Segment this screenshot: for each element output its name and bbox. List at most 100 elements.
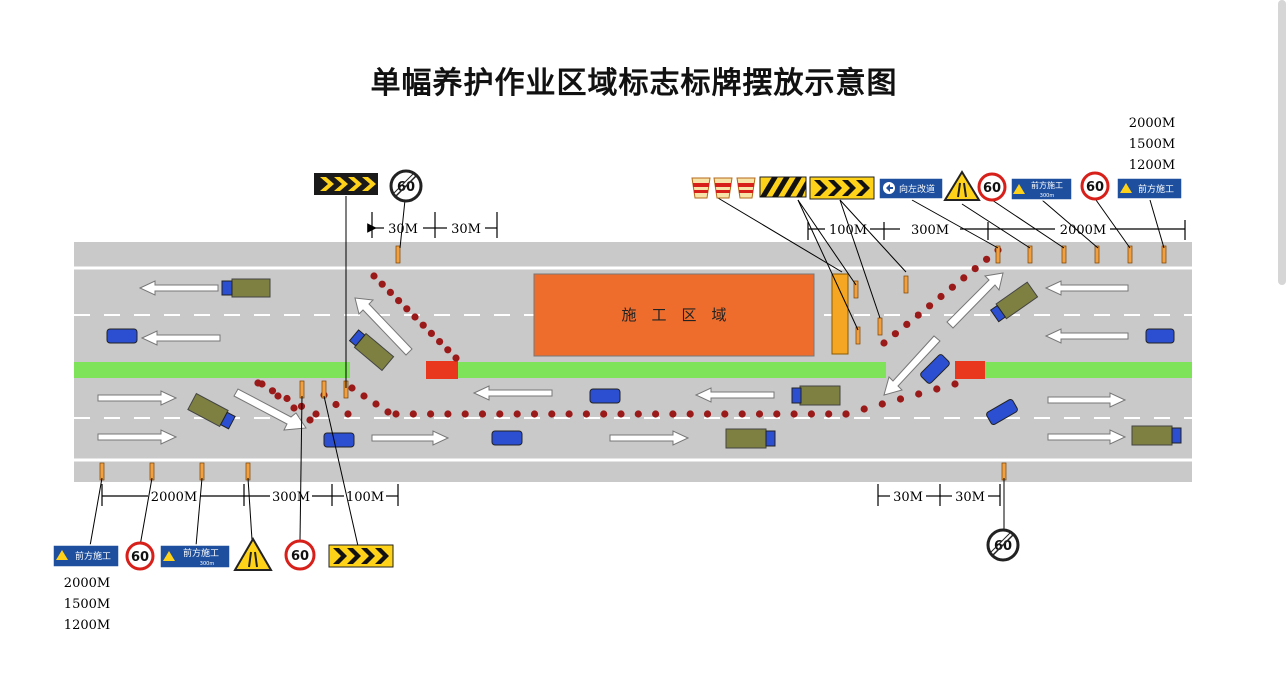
delineator-post [853,280,859,299]
car-diverted [589,388,621,404]
detour-left-sign-icon: 向左改道 [878,177,944,200]
traffic-cone [332,400,340,409]
traffic-cone [461,410,469,418]
work-ahead-small-text: 前方施工 [1031,180,1063,190]
dimension-labels: 30M 30M 100M 300M 2000M 2000M 300M 100M … [151,222,1106,505]
leader-lines [89,196,1165,547]
traffic-barrels-icon [691,177,756,199]
traffic-cone [755,410,764,418]
speed-limit-sign-icon: 60 [977,172,1007,202]
traffic-cone [513,410,521,418]
median-center [458,362,886,378]
arrow-lower-right-2 [97,429,178,445]
traffic-arrows [97,272,1129,446]
dim-bottom-300: 300M [272,490,310,505]
arrow-upper-right-2 [1044,328,1129,344]
car-upper-right [1145,328,1175,344]
traffic-cone [914,311,922,319]
car-lower-2 [491,430,523,446]
delineator-post [245,462,251,481]
end-speed-limit-sign-icon: 60 [986,528,1020,562]
traffic-cone [933,385,941,393]
traffic-cone [565,410,573,418]
detour-sign-text: 向左改道 [899,183,935,195]
delineator-posts [99,245,1167,481]
end-speed-limit-sign-icon: 60 [389,169,423,203]
delineator-post [395,245,401,264]
dim-top-30-a: 30M [388,222,418,237]
traffic-cone [634,410,642,418]
dim-top-2000: 2000M [1060,223,1106,238]
delineator-post [321,380,327,399]
traffic-cone [312,410,320,418]
traffic-cone [384,408,392,416]
traffic-cone [937,292,945,301]
traffic-cone [427,329,435,337]
speed-limit-sign-icon: 60 [1080,171,1110,201]
traffic-cone [452,354,460,362]
speed-limit-value: 60 [983,181,1001,196]
work-ahead-small-sub: 300m [200,561,215,567]
lane-narrows-warning-icon [943,170,981,201]
traffic-cone [825,410,833,418]
traffic-cone [951,380,959,388]
work-ahead-300m-sign-icon: 前方施工 300m [159,544,231,569]
signs-bottom: 前方施工 60 前方施工 300m 60 60 [52,528,1020,571]
car-upper-left [106,328,138,344]
delineator-post [1094,245,1100,264]
vehicles [106,278,1182,449]
truck-lower-right [1131,425,1182,446]
traffic-cone [344,410,352,418]
arrow-diagonal-right-up [946,272,1004,329]
speed-limit-value: 60 [291,549,309,564]
traffic-cone [444,346,452,354]
median-barrier-right [955,361,985,379]
chevron-sign-icon [809,176,875,200]
arrow-diverted-2 [694,387,775,403]
traffic-cone [807,410,816,418]
delineator-post [99,462,105,481]
arrow-lower-right-5 [1047,392,1127,408]
arrow-upper-left-1 [138,280,219,296]
diagram-title: 单幅养护作业区域标志标牌摆放示意图 [370,66,898,101]
arrow-upper-right-1 [1044,280,1129,296]
dim-bottom-2000: 2000M [151,490,197,505]
traffic-cone [258,380,266,388]
traffic-cone [617,410,625,418]
chevron-sign-icon [328,544,394,568]
striped-barrier-icon [759,176,807,198]
traffic-cone [842,410,850,418]
traffic-cone [392,410,400,418]
traffic-cone [773,410,781,418]
traffic-cone [896,395,905,403]
traffic-cone [444,410,452,418]
dim-bottom-100: 100M [346,490,384,505]
traffic-cone [409,410,417,418]
traffic-cone [703,410,712,418]
arrow-diverted-1 [472,385,553,401]
traffic-cone [652,410,660,418]
traffic-cone [903,320,911,328]
work-ahead-small-text: 前方施工 [183,547,219,559]
work-zone [533,273,815,357]
delineator-post [995,245,1001,264]
speed-limit-sign-icon: 60 [284,539,316,571]
dimension-lines [101,212,1186,506]
dim-bottom-30-a: 30M [893,490,923,505]
traffic-cone [971,265,979,273]
delineator-post [1001,462,1007,481]
traffic-cone [386,288,394,296]
traffic-cone [926,302,934,310]
scrollbar[interactable] [1278,0,1286,285]
speed-limit-sign-icon: 60 [125,541,155,571]
distance-bottom-1: 2000M [64,576,110,591]
signs-top: 60 向左改道 [314,169,1183,203]
traffic-cone [290,404,298,412]
dim-top-300: 300M [911,223,949,238]
traffic-cone [419,321,427,329]
traffic-cone [915,390,923,398]
traffic-cone [378,280,386,288]
traffic-cone [395,297,403,305]
work-ahead-300m-sign-icon: 前方施工 300m [1010,177,1073,201]
